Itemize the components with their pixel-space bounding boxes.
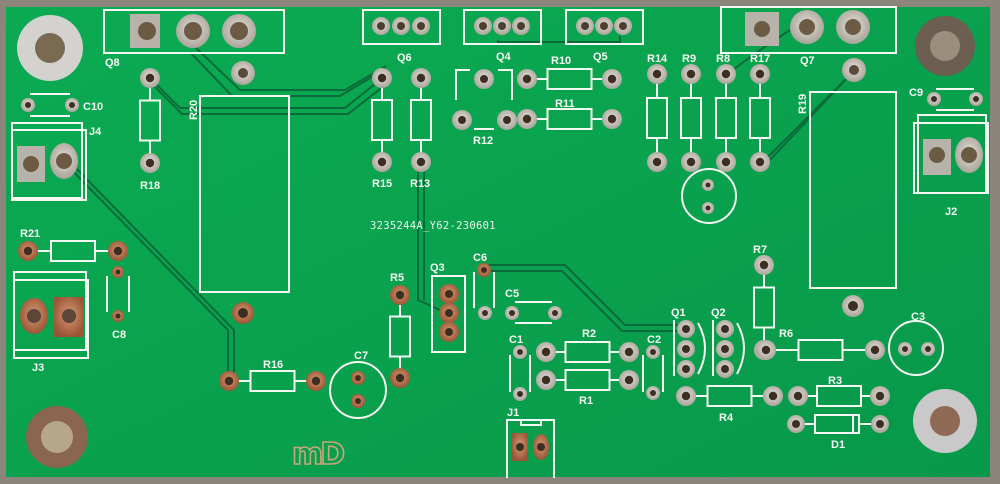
- label-C9: C9: [909, 87, 923, 99]
- outline-R19: [809, 91, 897, 289]
- label-R19: R19: [797, 94, 809, 114]
- label-R6: R6: [779, 328, 793, 340]
- label-R8: R8: [716, 53, 730, 65]
- component-R12: R12: [452, 69, 517, 147]
- label-R9: R9: [682, 53, 696, 65]
- label-R12: R12: [473, 135, 493, 147]
- label-R13: R13: [410, 178, 430, 190]
- component-R14: R14: [646, 53, 668, 172]
- label-R17: R17: [750, 53, 770, 65]
- component-R5: R5: [389, 272, 411, 388]
- label-C8: C8: [112, 329, 126, 341]
- component-R2: R2: [536, 328, 639, 363]
- pcb-board: [6, 7, 990, 477]
- component-Q3: Q3: [430, 262, 466, 353]
- component-R6: R6: [756, 328, 885, 361]
- mounting-hole-tr: [915, 16, 975, 76]
- label-R20: R20: [188, 100, 200, 120]
- label-Q7: Q7: [800, 55, 815, 67]
- component-R16: R16: [219, 359, 326, 392]
- label-R7: R7: [753, 244, 767, 256]
- component-R4: R4: [676, 385, 783, 424]
- component-Q7: Q7: [720, 6, 897, 82]
- component-C9: C9: [909, 87, 983, 111]
- label-R21: R21: [20, 228, 40, 240]
- outline-R20: [199, 95, 290, 293]
- label-R16: R16: [263, 359, 283, 371]
- copper-traces: [61, 29, 851, 380]
- label-C7: C7: [354, 350, 368, 362]
- label-Q5: Q5: [593, 51, 608, 63]
- component-Q2: Q2: [711, 307, 745, 378]
- component-C3: C3: [888, 311, 944, 376]
- svg-text:mD: mD: [292, 437, 344, 472]
- label-R11: R11: [555, 98, 575, 110]
- component-D1: D1: [787, 414, 889, 451]
- mounting-holes: [17, 15, 977, 468]
- led-footprint: [681, 168, 737, 224]
- label-J1: J1: [507, 407, 519, 419]
- label-Q3: Q3: [430, 262, 445, 274]
- mounting-hole-bl: [26, 406, 88, 468]
- component-R10: R10: [517, 55, 622, 90]
- label-R5: R5: [390, 272, 404, 284]
- label-R1: R1: [579, 395, 593, 407]
- component-Q5: Q5: [565, 9, 644, 63]
- label-C10: C10: [83, 101, 103, 113]
- component-C5: C5: [505, 288, 562, 324]
- md-logo: mD: [291, 436, 348, 473]
- component-R1: R1: [536, 369, 639, 407]
- label-J4: J4: [89, 126, 102, 138]
- component-J2: J2: [913, 114, 989, 218]
- component-Q6: Q6: [362, 9, 441, 64]
- component-R21: R21: [18, 228, 128, 262]
- label-Q1: Q1: [671, 307, 686, 319]
- label-J3: J3: [32, 362, 44, 374]
- component-C6: C6: [473, 252, 495, 320]
- label-C6: C6: [473, 252, 487, 264]
- label-R10: R10: [551, 55, 571, 67]
- label-J2: J2: [945, 206, 957, 218]
- label-R15: R15: [372, 178, 392, 190]
- component-Q4: Q4: [463, 9, 542, 63]
- label-C2: C2: [647, 334, 661, 346]
- component-C8: C8: [106, 266, 130, 341]
- component-Q1: Q1: [671, 307, 706, 378]
- component-Q8: Q8: [103, 9, 285, 85]
- component-R11: R11: [517, 98, 622, 130]
- label-C3: C3: [911, 311, 925, 323]
- label-Q4: Q4: [496, 51, 512, 63]
- component-C10: C10: [21, 93, 103, 117]
- component-C1: C1: [509, 334, 531, 401]
- component-J1: J1: [506, 407, 555, 478]
- component-R13: R13: [410, 68, 432, 190]
- component-R3: R3: [788, 375, 890, 407]
- board-id-text: 3235244A_Y62-230601: [370, 220, 496, 232]
- label-R18: R18: [140, 180, 160, 192]
- component-R18: R18: [139, 68, 161, 192]
- label-R4: R4: [719, 412, 734, 424]
- component-R9: R9: [680, 53, 702, 172]
- label-R3: R3: [828, 375, 842, 387]
- component-C2: C2: [642, 334, 664, 400]
- label-D1: D1: [831, 439, 845, 451]
- component-J3: J3: [13, 271, 89, 374]
- label-C1: C1: [509, 334, 523, 346]
- component-C7: C7: [329, 350, 387, 419]
- label-Q2: Q2: [711, 307, 726, 319]
- component-R15: R15: [371, 68, 393, 190]
- label-C5: C5: [505, 288, 519, 300]
- component-R8: R8: [715, 53, 737, 172]
- mounting-hole-tl: [17, 15, 83, 81]
- label-Q8: Q8: [105, 57, 120, 69]
- component-R17: R17: [749, 53, 771, 172]
- mounting-hole-br: [913, 389, 977, 453]
- label-R14: R14: [647, 53, 668, 65]
- label-Q6: Q6: [397, 52, 412, 64]
- component-J4: J4: [11, 122, 102, 201]
- label-R2: R2: [582, 328, 596, 340]
